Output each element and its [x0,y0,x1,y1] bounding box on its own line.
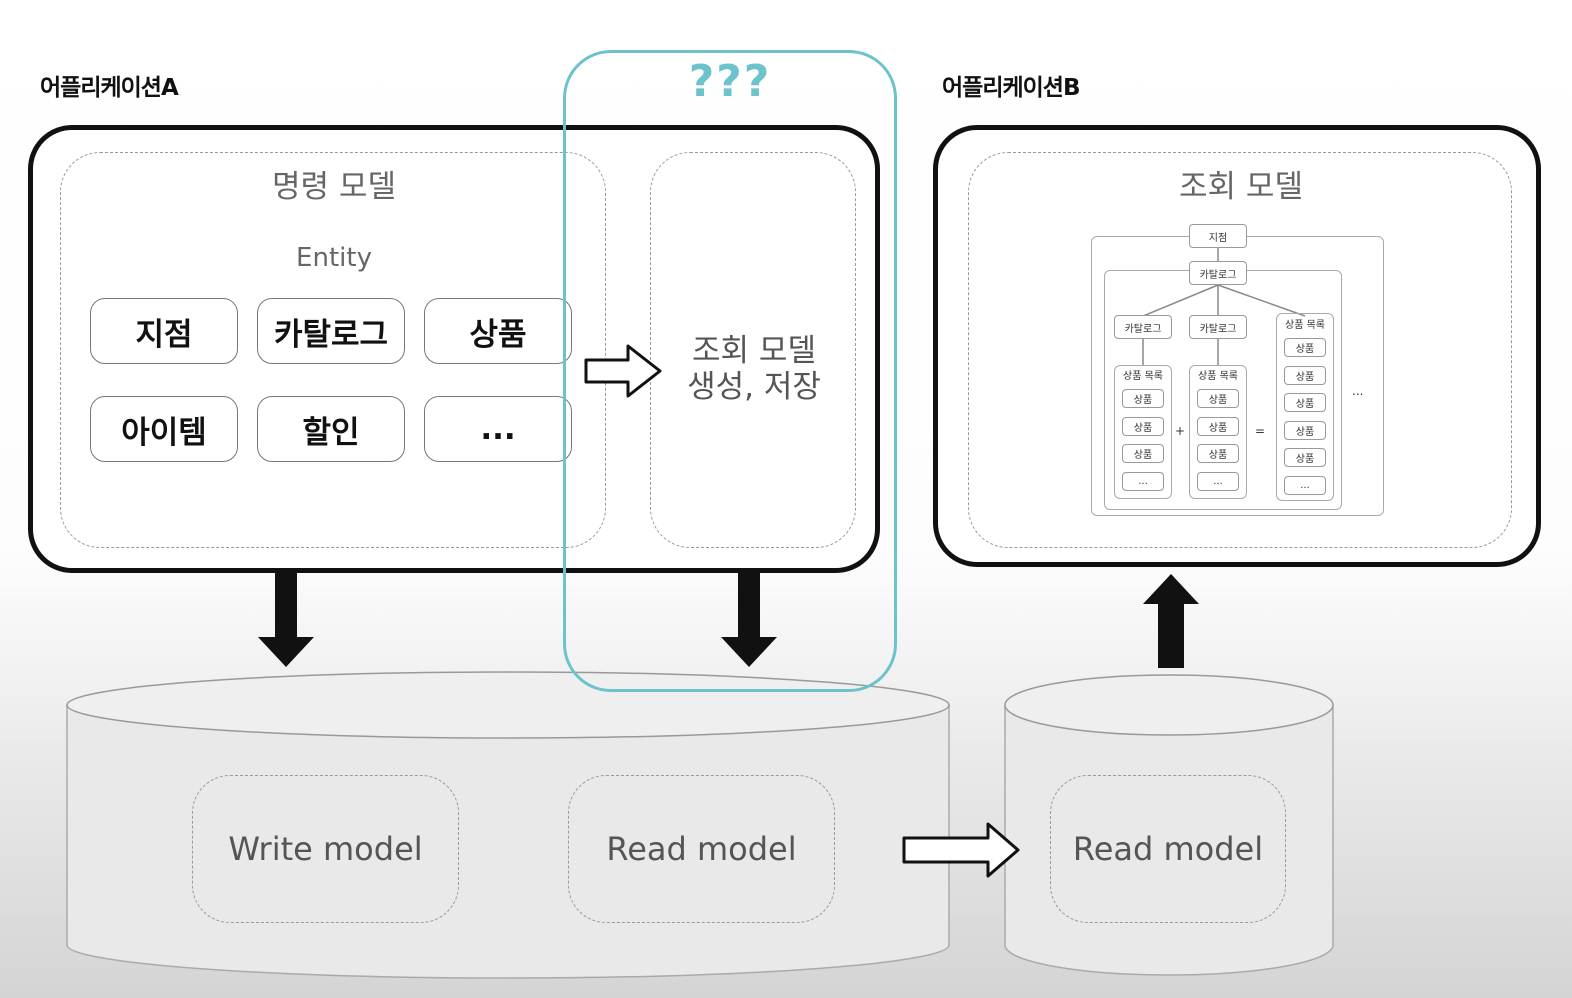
tree-root-branch: 지점 [1189,224,1247,248]
entity-catalog: 카탈로그 [257,298,405,364]
tree-connectors [1142,248,1306,366]
tree-product-more: ... [1284,476,1326,495]
tree-product-list-2 [1189,365,1247,499]
arrow-down-write [258,572,314,667]
tree-ellipsis: ... [1352,384,1364,398]
tree-product: 상품 [1197,389,1239,408]
read-model-create-line1: 조회 모델 [692,333,816,369]
arrow-right-replicate [902,822,1020,878]
app-a-container: 명령 모델 Entity 지점 카탈로그 상품 아이템 할인 ... 조회 모델… [28,125,880,573]
tree-product: 상품 [1284,421,1326,440]
tree-product-list-3-label: 상품 목록 [1285,320,1325,331]
tree-product: 상품 [1122,389,1164,408]
tree-product: 상품 [1284,448,1326,467]
tree-product: 상품 [1284,366,1326,385]
app-b-container: 조회 모델 [933,125,1541,567]
read-model-create-area: 조회 모델 생성, 저장 [650,152,856,548]
highlight-frame [563,50,897,692]
tree-product-more: ... [1197,472,1239,491]
question-marks: ??? [688,56,772,107]
tree-product-list-3 [1276,313,1334,501]
read-model-label-b: Read model [1072,830,1264,868]
tree-catalog: 카탈로그 [1189,261,1247,285]
tree-product-list-2-label: 상품 목록 [1198,371,1238,382]
entity-discount: 할인 [257,396,405,462]
tree-product-list-1 [1114,365,1172,499]
entity-item: 아이템 [90,396,238,462]
tree-product-more: ... [1122,472,1164,491]
entity-product: 상품 [424,298,572,364]
arrow-up-app-b [1143,574,1199,668]
entity-more: ... [424,396,572,462]
tree-product: 상품 [1284,393,1326,412]
tree-product: 상품 [1197,444,1239,463]
read-model-create-line2: 생성, 저장 [687,369,821,405]
tree-product-list-1-label: 상품 목록 [1123,371,1163,382]
app-b-label: 어플리케이션B [942,75,1080,101]
entity-branch: 지점 [90,298,238,364]
tree-sub-catalog-2: 카탈로그 [1189,315,1247,339]
command-model-title: 명령 모델 [272,169,396,205]
write-model-box: Write model [192,775,459,923]
tree-product: 상품 [1122,444,1164,463]
read-model-box-b: Read model [1050,775,1286,923]
tree-product: 상품 [1122,417,1164,436]
command-model-area: 명령 모델 Entity [60,152,606,548]
entity-label: Entity [296,243,372,273]
read-model-area: 조회 모델 [968,152,1512,548]
read-model-label-a: Read model [606,830,797,868]
tree-product: 상품 [1284,338,1326,357]
read-model-title: 조회 모델 [1179,169,1303,205]
tree-plus-sign: + [1175,424,1186,438]
tree-sub-catalog-1: 카탈로그 [1114,315,1172,339]
arrow-right-create-overlay [584,344,662,398]
write-model-label: Write model [228,830,423,868]
app-a-label: 어플리케이션A [40,75,179,101]
tree-equals-sign: = [1255,424,1266,438]
tree-product: 상품 [1197,417,1239,436]
read-model-box-a: Read model [568,775,835,923]
